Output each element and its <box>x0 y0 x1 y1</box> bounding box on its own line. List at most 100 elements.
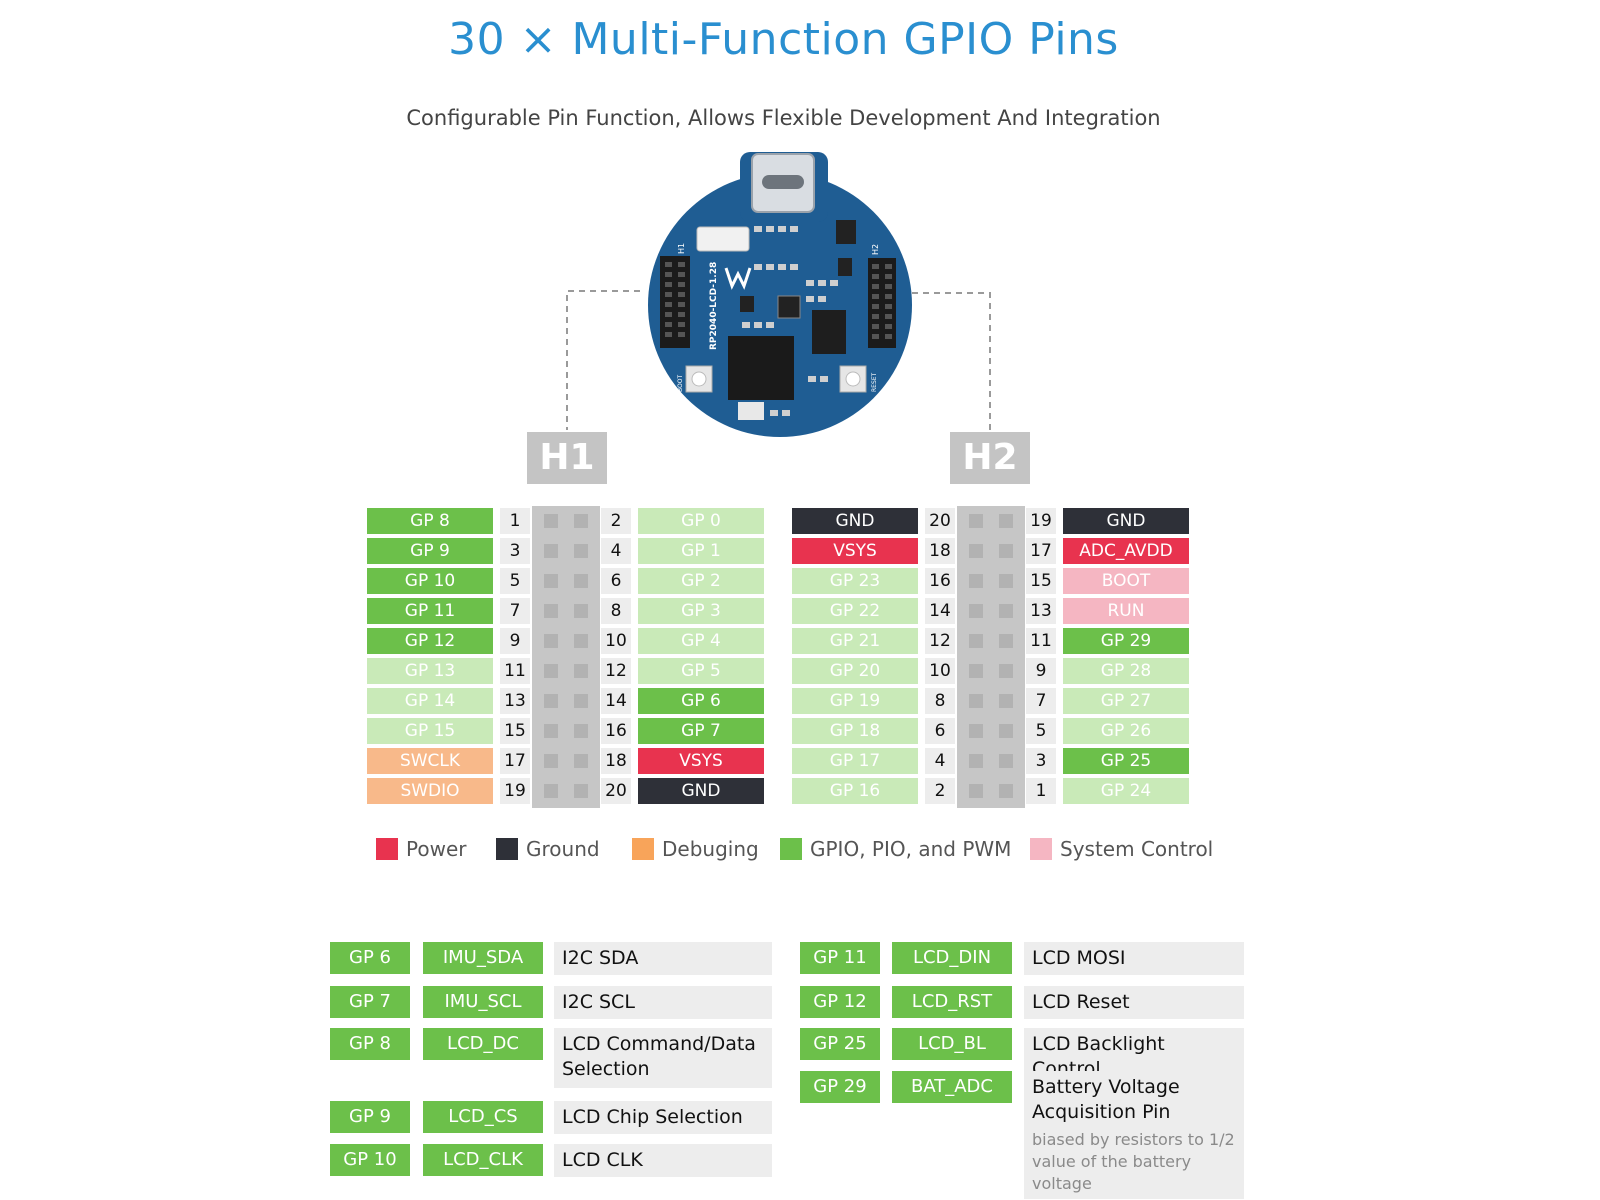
pin-hole <box>999 634 1013 648</box>
pin-number: 15 <box>500 718 530 744</box>
imu-chip-icon <box>777 295 801 319</box>
pin-label: VSYS <box>792 538 918 564</box>
pin-hole <box>574 634 588 648</box>
pin-label: VSYS <box>638 748 764 774</box>
pin-number: 6 <box>925 718 955 744</box>
pin-hole <box>574 784 588 798</box>
pin-label: GP 14 <box>367 688 493 714</box>
battery-connector-icon <box>696 226 750 252</box>
header-h2-icon <box>868 258 896 348</box>
pin-label: SWCLK <box>367 748 493 774</box>
pin-label: GP 13 <box>367 658 493 684</box>
pin-number: 8 <box>925 688 955 714</box>
pin-number: 17 <box>1026 538 1056 564</box>
pin-number: 2 <box>601 508 631 534</box>
pin-label: GP 0 <box>638 508 764 534</box>
pin-number: 16 <box>925 568 955 594</box>
legend-swatch <box>1030 838 1052 860</box>
function-description-text: LCD Chip Selection <box>562 1106 743 1128</box>
pin-number: 12 <box>601 658 631 684</box>
silk-reset-text: RESET <box>871 372 878 392</box>
pin-label: SWDIO <box>367 778 493 804</box>
page-subtitle: Configurable Pin Function, Allows Flexib… <box>406 106 1161 130</box>
pin-hole <box>969 634 983 648</box>
function-description-text: LCD CLK <box>562 1149 643 1171</box>
silk-h1-text: H1 <box>677 243 686 254</box>
pin-label: GP 12 <box>367 628 493 654</box>
pin-number: 9 <box>500 628 530 654</box>
legend-label: Ground <box>526 837 600 861</box>
h2-header-label: H2 <box>950 432 1030 484</box>
pin-number: 10 <box>925 658 955 684</box>
legend-item: Debuging <box>632 836 759 862</box>
function-description-text: LCD MOSI <box>1032 947 1126 969</box>
function-signal-tag: LCD_CLK <box>423 1144 543 1176</box>
function-signal-tag: LCD_DC <box>423 1028 543 1060</box>
pin-hole <box>574 514 588 528</box>
pin-label: GP 5 <box>638 658 764 684</box>
pin-number: 13 <box>1026 598 1056 624</box>
pin-label: GP 27 <box>1063 688 1189 714</box>
function-signal-tag: LCD_RST <box>892 986 1012 1018</box>
function-signal-tag: LCD_DIN <box>892 942 1012 974</box>
function-description: I2C SCL <box>554 986 772 1019</box>
legend-item: System Control <box>1030 836 1213 862</box>
pin-hole <box>544 514 558 528</box>
pin-number: 4 <box>601 538 631 564</box>
pin-hole <box>969 694 983 708</box>
pin-hole <box>999 694 1013 708</box>
pin-hole <box>969 754 983 768</box>
pin-label: GP 15 <box>367 718 493 744</box>
pin-label: GP 22 <box>792 598 918 624</box>
pin-hole <box>544 574 558 588</box>
pin-number: 18 <box>601 748 631 774</box>
legend-item: Power <box>376 836 466 862</box>
pin-hole <box>969 724 983 738</box>
pin-hole <box>574 724 588 738</box>
function-pin-tag: GP 6 <box>330 942 410 974</box>
function-description: LCD Reset <box>1024 986 1244 1019</box>
pin-number: 14 <box>601 688 631 714</box>
pin-hole <box>544 784 558 798</box>
function-signal-tag: BAT_ADC <box>892 1071 1012 1103</box>
pin-number: 14 <box>925 598 955 624</box>
legend-item: GPIO, PIO, and PWM <box>780 836 1011 862</box>
pin-number: 2 <box>925 778 955 804</box>
pin-label: GP 11 <box>367 598 493 624</box>
function-signal-tag: LCD_CS <box>423 1101 543 1133</box>
silk-boot-text: BOOT <box>677 375 684 392</box>
pin-hole <box>969 784 983 798</box>
pin-hole <box>999 664 1013 678</box>
pin-label: GP 8 <box>367 508 493 534</box>
pin-hole <box>574 544 588 558</box>
pin-hole <box>544 544 558 558</box>
pin-number: 12 <box>925 628 955 654</box>
function-description: LCD MOSI <box>1024 942 1244 975</box>
page-title: 30 × Multi-Function GPIO Pins <box>448 14 1119 65</box>
pin-label: GP 26 <box>1063 718 1189 744</box>
pin-label: GP 28 <box>1063 658 1189 684</box>
pin-hole <box>574 754 588 768</box>
pin-hole <box>969 544 983 558</box>
pin-number: 11 <box>1026 628 1056 654</box>
pin-label: GND <box>1063 508 1189 534</box>
pin-hole <box>544 754 558 768</box>
pin-hole <box>544 634 558 648</box>
pin-hole <box>999 574 1013 588</box>
function-signal-tag: IMU_SCL <box>423 986 543 1018</box>
function-pin-tag: GP 29 <box>800 1071 880 1103</box>
function-signal-tag: IMU_SDA <box>423 942 543 974</box>
h1-header-label: H1 <box>527 432 607 484</box>
pin-label: GP 1 <box>638 538 764 564</box>
function-signal-tag: LCD_BL <box>892 1028 1012 1060</box>
legend-label: Power <box>406 837 467 861</box>
mcu-chip-icon <box>728 336 794 400</box>
pin-number: 1 <box>500 508 530 534</box>
pin-number: 9 <box>1026 658 1056 684</box>
pin-hole <box>544 694 558 708</box>
pin-number: 15 <box>1026 568 1056 594</box>
pin-hole <box>574 574 588 588</box>
function-description: LCD Command/Data Selection <box>554 1028 772 1088</box>
pin-hole <box>969 664 983 678</box>
function-pin-tag: GP 12 <box>800 986 880 1018</box>
